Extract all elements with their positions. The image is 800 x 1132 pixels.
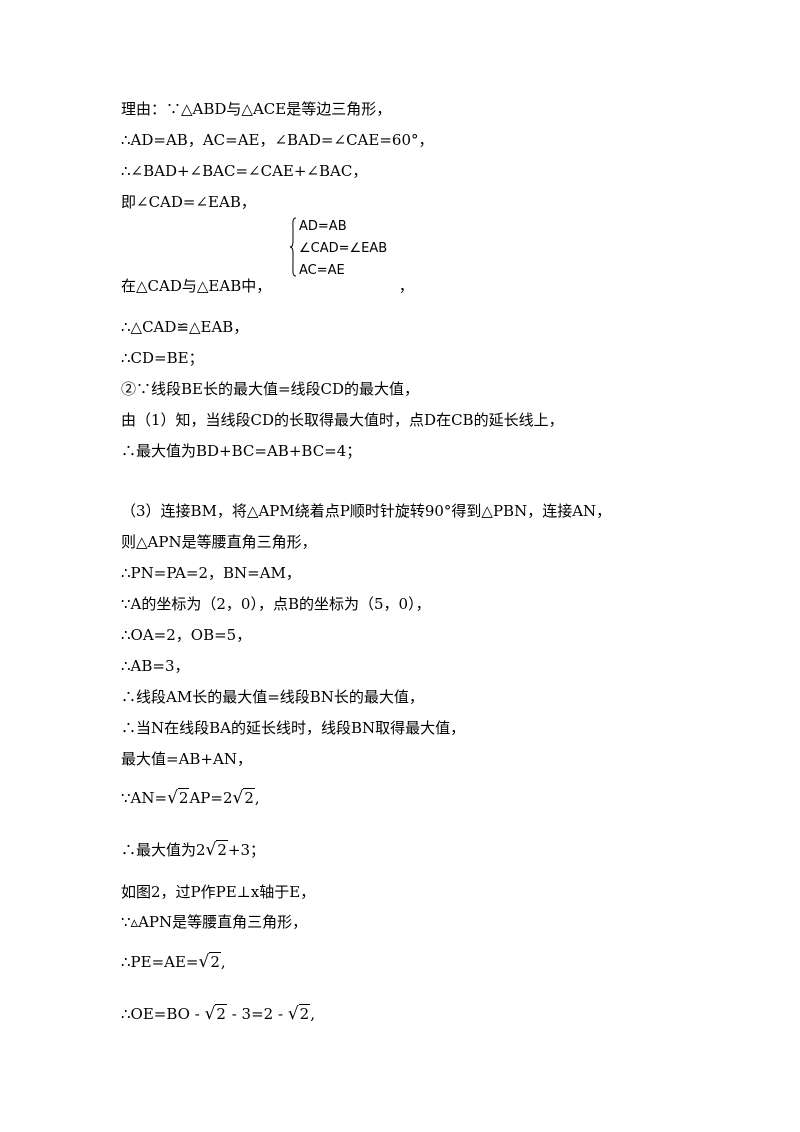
system-row: AC=AE xyxy=(299,263,345,278)
text-line: ∵A的坐标为（2，0），点B的坐标为（5，0）， xyxy=(121,595,431,613)
text-fragment: ∴最大值为2 xyxy=(121,841,206,859)
text-fragment: AP=2 xyxy=(189,789,233,807)
text-line: ②∵线段BE长的最大值=线段CD的最大值， xyxy=(121,380,420,398)
text-fragment: , xyxy=(310,1005,315,1023)
text-fragment: ∴OE=BO - xyxy=(121,1005,205,1023)
text-line: 在△CAD与△EAB中， ， xyxy=(121,276,414,296)
text-line: ∴△CAD≌△EAB， xyxy=(121,318,249,336)
text-fragment: ， xyxy=(398,277,414,295)
text-fragment: , xyxy=(220,953,226,971)
text-line: ∵▵APN是等腰直角三角形， xyxy=(121,913,308,931)
text-line: 即∠CAD=∠EAB， xyxy=(121,193,256,211)
text-line: 由（1）知，当线段CD的长取得最大值时，点D在CB的延长线上， xyxy=(121,411,564,429)
sqrt-radicand: 2 xyxy=(243,788,255,807)
text-line: ∴线段AM长的最大值=线段BN长的最大值， xyxy=(121,688,424,706)
sqrt-expression: √2 xyxy=(204,1004,227,1024)
text-line: ∴OE=BO - √2 - 3=2 - √2, xyxy=(121,1004,315,1024)
equation-system: AD=AB ∠CAD=∠EAB AC=AE xyxy=(289,215,409,283)
text-fragment: ∵AN= xyxy=(121,789,168,807)
sqrt-expression: √2 xyxy=(205,840,228,860)
sqrt-expression: √2 xyxy=(198,952,221,972)
text-line: （3）连接BM，将△APM绕着点P顺时针旋转90°得到△PBN，连接AN， xyxy=(121,502,612,520)
text-line: ∴AD=AB，AC=AE，∠BAD=∠CAE=60°， xyxy=(121,131,434,149)
system-row: ∠CAD=∠EAB xyxy=(299,241,388,256)
text-fragment: ∴PE=AE= xyxy=(121,953,199,971)
sqrt-radicand: 2 xyxy=(209,952,221,971)
text-fragment: - 3=2 - xyxy=(226,1005,288,1023)
sqrt-radicand: 2 xyxy=(215,1004,227,1023)
sqrt-expression: √2 xyxy=(167,788,190,808)
text-line: ∴当N在线段BA的延长线时，线段BN取得最大值， xyxy=(121,719,466,737)
left-brace-icon xyxy=(289,217,297,277)
text-line: ∴最大值为2√2+3； xyxy=(121,840,265,860)
text-line: 则△APN是等腰直角三角形， xyxy=(121,533,317,551)
text-fragment: +3； xyxy=(227,841,266,859)
system-row: AD=AB xyxy=(299,219,347,234)
text-fragment: 在△CAD与△EAB中， xyxy=(121,277,272,295)
text-line: ∴最大值为BD+BC=AB+BC=4； xyxy=(121,442,362,460)
text-line: 最大值=AB+AN， xyxy=(121,750,252,768)
sqrt-radicand: 2 xyxy=(177,788,190,807)
text-line: ∴AB=3， xyxy=(121,657,190,675)
text-line: ∵AN=√2AP=2√2, xyxy=(121,788,260,808)
text-line: ∴OA=2，OB=5， xyxy=(121,626,252,644)
text-fragment: , xyxy=(254,789,260,807)
sqrt-expression: √2 xyxy=(232,788,255,808)
text-line: 理由：∵△ABD与△ACE是等边三角形， xyxy=(121,100,392,118)
text-line: 如图2，过P作PE⊥x轴于E， xyxy=(121,883,316,901)
text-line: ∴CD=BE； xyxy=(121,349,204,367)
sqrt-radicand: 2 xyxy=(298,1004,311,1023)
sqrt-radicand: 2 xyxy=(216,840,228,859)
sqrt-expression: √2 xyxy=(287,1004,311,1024)
text-line: ∴∠BAD+∠BAC=∠CAE+∠BAC， xyxy=(121,162,368,180)
text-line: ∴PE=AE=√2, xyxy=(121,952,226,972)
text-line: ∴PN=PA=2，BN=AM， xyxy=(121,564,301,582)
